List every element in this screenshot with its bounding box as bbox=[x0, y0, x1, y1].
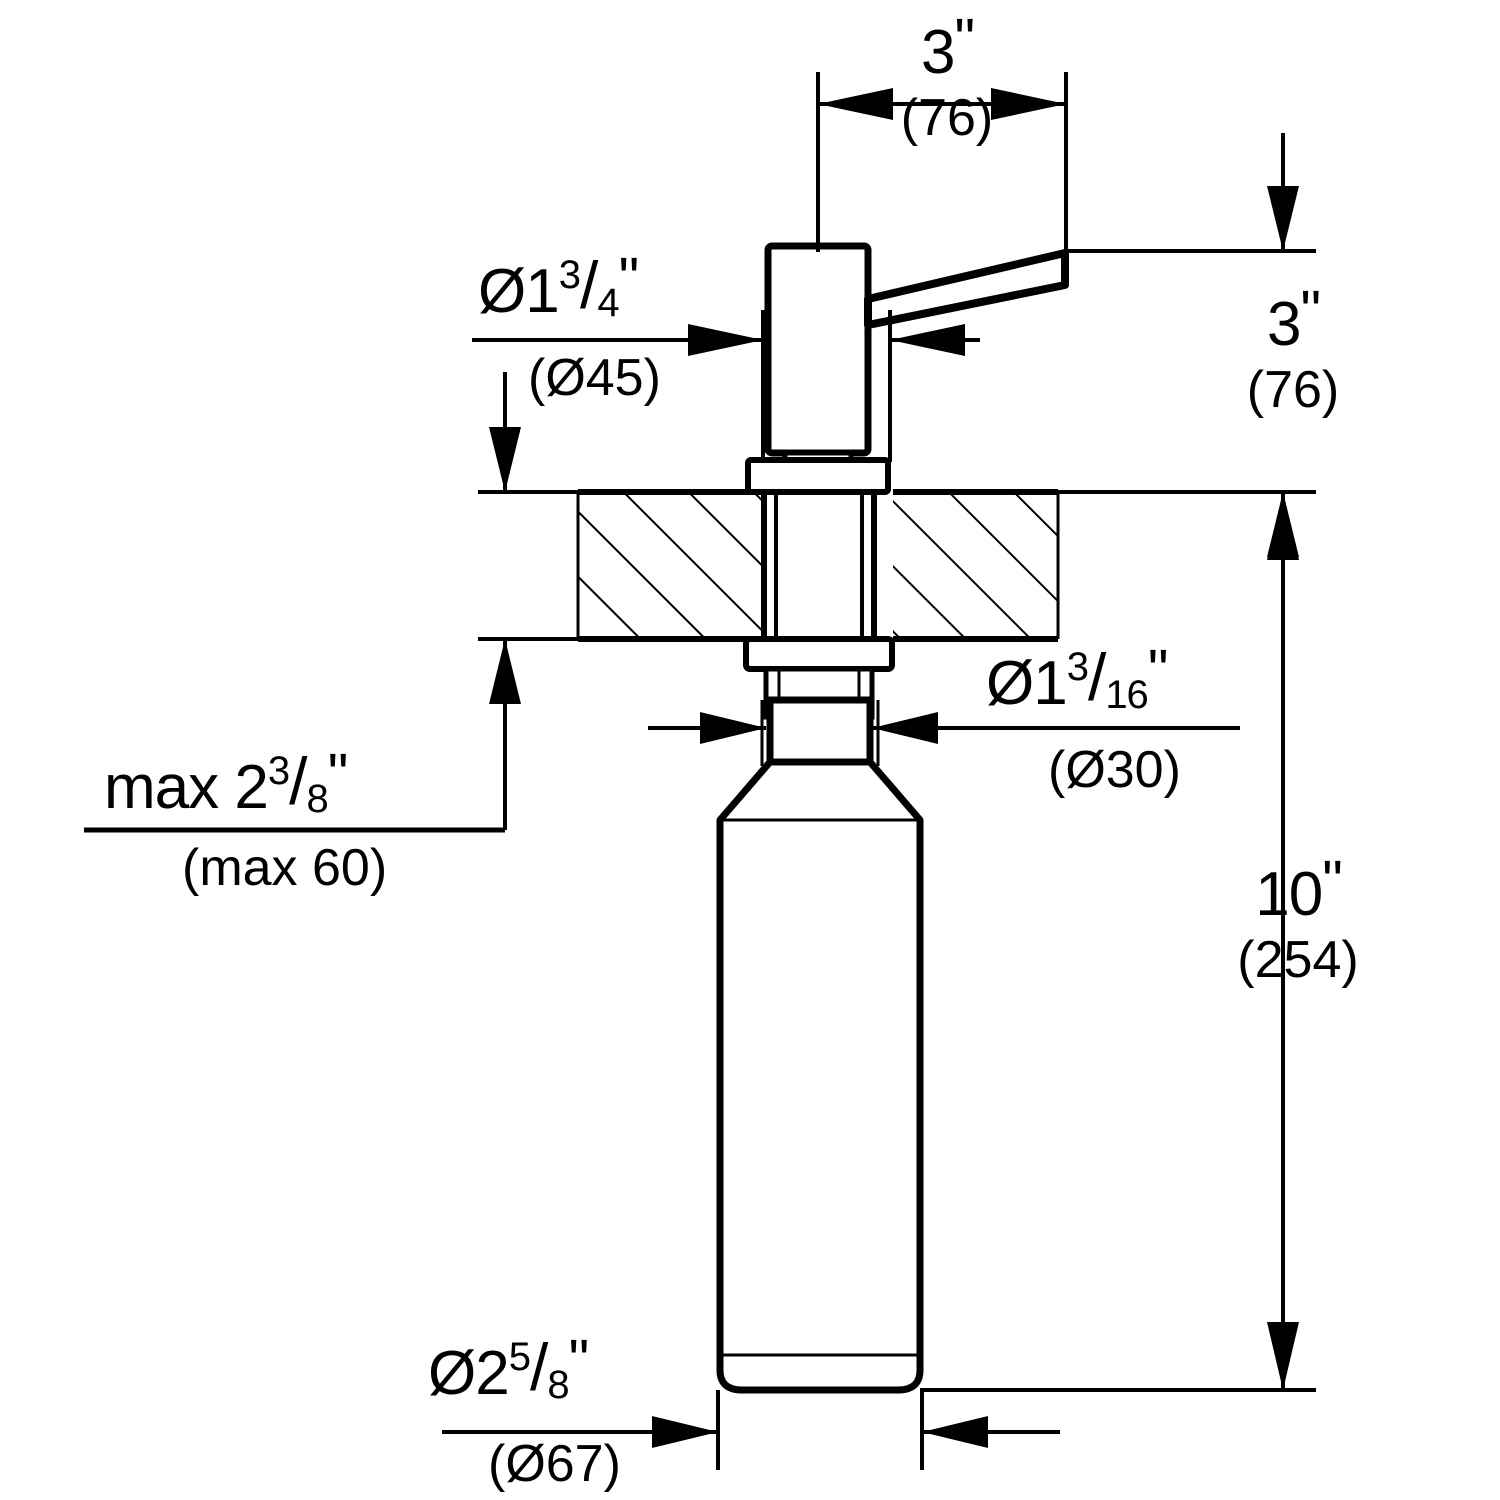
label-head-diameter: Ø13/4" bbox=[478, 246, 639, 326]
label-head-diameter-imperial: Ø13/4" bbox=[478, 246, 639, 326]
label-spout-projection: 3" (76) bbox=[862, 7, 1032, 147]
label-spout-height-metric: (76) bbox=[1246, 361, 1340, 419]
dim-shank-diameter bbox=[648, 700, 1240, 766]
dim-overall-height bbox=[920, 492, 1316, 1392]
label-spout-projection-imperial: 3" bbox=[920, 7, 975, 87]
label-spout-height: 3" (76) bbox=[1198, 279, 1388, 419]
dispenser-pump-head bbox=[745, 242, 1069, 500]
label-bottle-diameter-metric: (Ø67) bbox=[488, 1435, 621, 1493]
label-bottle-diameter-imperial: Ø25/8" bbox=[428, 1328, 589, 1408]
label-shank-diameter-metric: (Ø30) bbox=[1048, 741, 1181, 799]
label-overall-height-imperial: 10" bbox=[1255, 849, 1343, 929]
label-counter-thickness-imperial: max 23/8" bbox=[104, 742, 348, 822]
label-counter-thickness: max 23/8" bbox=[104, 742, 348, 822]
label-overall-height-metric: (254) bbox=[1237, 931, 1359, 989]
dim-spout-projection bbox=[816, 72, 1068, 258]
counter-section bbox=[576, 489, 1060, 642]
label-spout-height-imperial: 3" bbox=[1266, 279, 1321, 359]
label-head-diameter-metric: (Ø45) bbox=[528, 349, 661, 407]
label-spout-projection-metric: (76) bbox=[900, 89, 994, 147]
label-counter-thickness-metric: (max 60) bbox=[182, 839, 388, 897]
label-overall-height: 10" (254) bbox=[1188, 849, 1408, 989]
label-shank-diameter-imperial: Ø13/16" bbox=[986, 638, 1168, 718]
dispenser-bottle bbox=[716, 696, 924, 1394]
dim-counter-thickness bbox=[84, 372, 760, 833]
dim-head-diameter bbox=[472, 310, 980, 462]
mounting-shank bbox=[743, 489, 895, 720]
label-shank-diameter: Ø13/16" bbox=[986, 638, 1168, 718]
dim-bottle-diameter bbox=[442, 1390, 1060, 1470]
label-bottle-diameter: Ø25/8" bbox=[428, 1328, 589, 1408]
